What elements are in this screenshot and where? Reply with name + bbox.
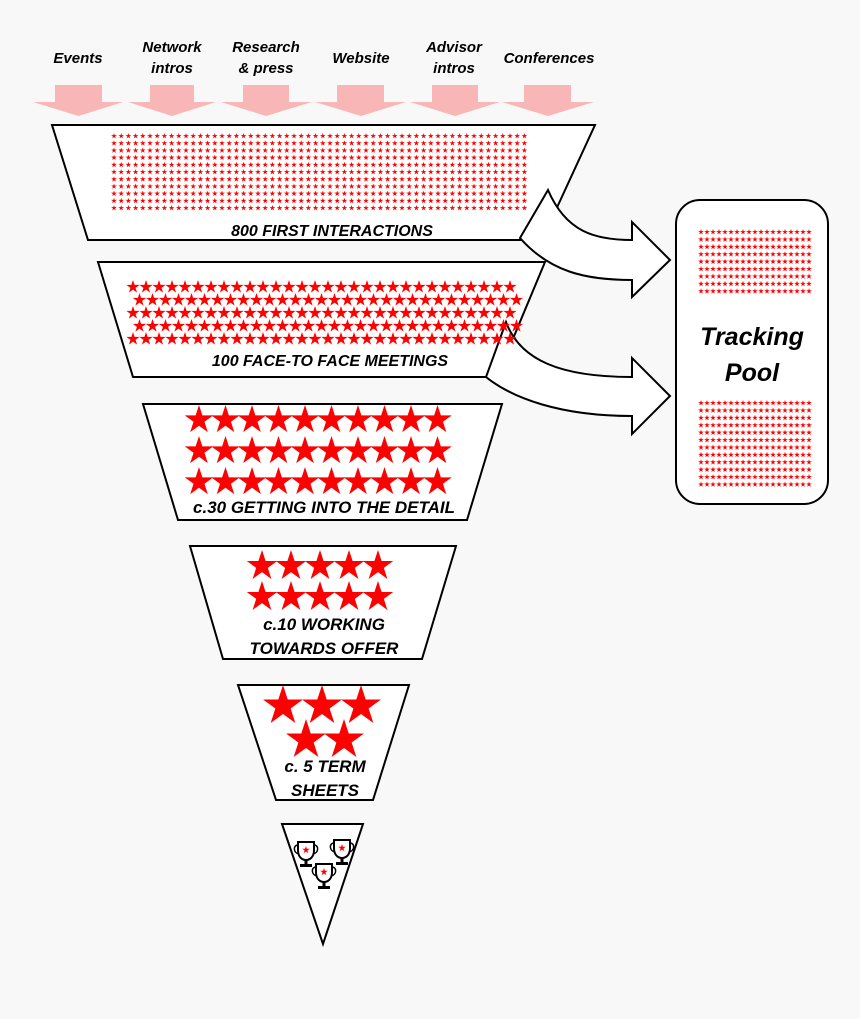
stage-5-label-line-2: SHEETS — [291, 781, 360, 800]
source-label-events: Events — [53, 50, 103, 67]
source-arrow-events — [33, 85, 123, 116]
stage-3-label: c.30 GETTING INTO THE DETAIL — [193, 498, 455, 517]
trophy-icon — [293, 841, 319, 867]
tracking-arrow-2 — [484, 319, 672, 437]
stage-5-label-line-1: c. 5 TERM — [284, 757, 366, 776]
stage-4-label-line-2: TOWARDS OFFER — [250, 639, 400, 658]
source-arrow-conferences — [502, 85, 594, 116]
source-label-network-intros: Network intros — [142, 39, 202, 77]
stage-1-label: 800 FIRST INTERACTIONS — [231, 223, 433, 240]
stage-4-label-line-1: c.10 WORKING — [263, 615, 385, 634]
tracking-pool-title-line-1: Tracking — [700, 323, 804, 351]
tracking-pool-title-line-2: Pool — [724, 359, 780, 387]
source-arrow-website — [315, 85, 406, 116]
source-arrow-network — [128, 85, 216, 116]
source-label-website: Website — [332, 50, 390, 67]
source-arrow-research — [221, 85, 312, 116]
tracking-arrow-1 — [518, 187, 672, 300]
source-arrow-advisor — [410, 85, 500, 116]
source-label-research-press: Research & press — [232, 39, 300, 77]
stage-2-label: 100 FACE-TO FACE MEETINGS — [212, 353, 449, 370]
source-label-conferences: Conferences — [503, 50, 595, 67]
source-label-advisor-intros: Advisor intros — [426, 39, 482, 77]
source-arrows — [33, 85, 594, 116]
trophy-icon — [329, 839, 355, 865]
trophies — [293, 839, 355, 889]
trophy-icon — [311, 863, 337, 889]
